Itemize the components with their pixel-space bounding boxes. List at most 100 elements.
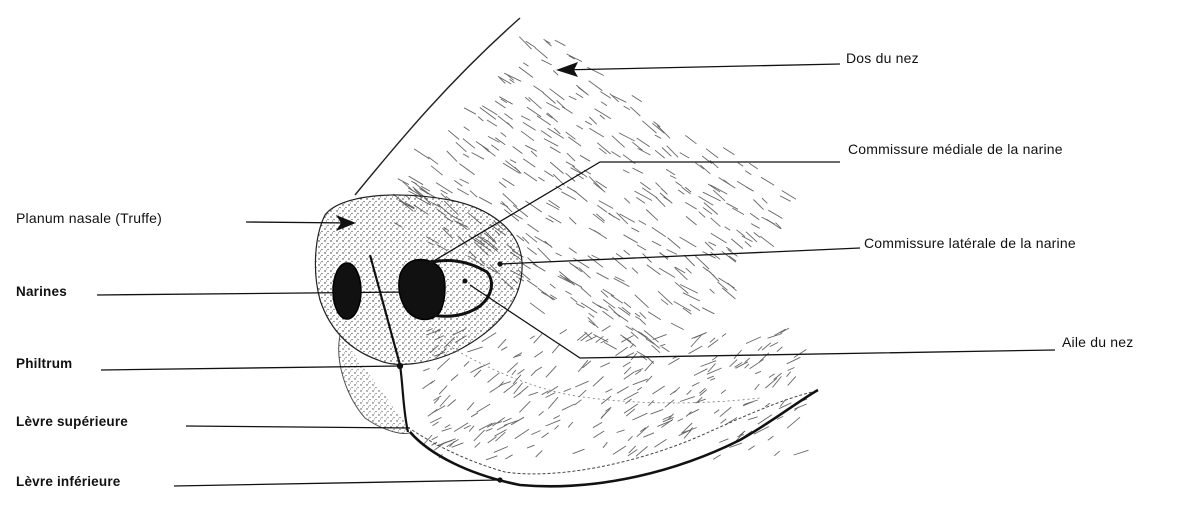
fur-stroke [636,446,648,456]
fur-stroke [787,417,800,428]
fur-stroke [748,446,754,450]
label-planum-nasale: Planum nasale (Truffe) [16,210,162,226]
fur-stroke [589,313,595,317]
fur-stroke [538,288,546,294]
fur-stroke [503,178,515,186]
fur-stroke [488,373,500,383]
fur-stroke [530,336,535,339]
fur-stroke [684,255,695,266]
fur-stroke [512,370,516,375]
fur-stroke [675,267,688,279]
fur-stroke [788,368,795,371]
fur-stroke [504,382,517,393]
fur-stroke [777,347,783,352]
fur-stroke [624,198,630,203]
fur-stroke [668,358,679,364]
fur-stroke [550,89,565,100]
fur-stroke [632,268,638,274]
fur-stroke [774,373,782,380]
fur-stroke [616,347,628,356]
fur-stroke [774,451,779,456]
fur-stroke [597,205,607,212]
fur-stroke [633,379,648,385]
fur-stroke [788,376,796,385]
fur-stroke [687,390,692,395]
fur-stroke [519,386,529,394]
fur-stroke [487,120,497,126]
fur-stroke [759,353,769,362]
fur-stroke [469,426,474,432]
fur-stroke [695,163,704,169]
fur-stroke [600,115,605,119]
fur-stroke [428,409,437,416]
fur-stroke [495,432,505,441]
fur-stroke [445,425,450,428]
fur-stroke [536,450,543,457]
fur-stroke [576,93,583,97]
fur-stroke [549,216,562,224]
fur-stroke [611,152,620,158]
fur-stroke [660,193,672,204]
fur-stroke [718,282,728,290]
fur-stroke [685,187,691,192]
fur-stroke [431,166,443,175]
fur-stroke [655,150,665,158]
cheek-outline [440,340,760,403]
fur-stroke [555,40,566,46]
fur-stroke [486,428,493,431]
fur-stroke [454,180,462,186]
fur-stroke [661,188,668,194]
fur-stroke [562,404,575,410]
fur-stroke [635,369,644,372]
fur-stroke [539,411,544,415]
fur-stroke [624,250,630,255]
fur-stroke [440,395,450,407]
fur-stroke [589,117,596,124]
fur-stroke [787,357,801,364]
fur-stroke [497,425,507,430]
fur-stroke [712,356,717,360]
fur-stroke [762,217,775,224]
fur-stroke [749,163,758,169]
fur-stroke [628,436,633,441]
fur-stroke [729,256,736,261]
fur-stroke [732,208,744,214]
fur-stroke [544,139,558,147]
fur-stroke [463,154,469,157]
fur-stroke [659,268,675,277]
fur-stroke [534,333,543,343]
fur-stroke [603,289,615,296]
fur-stroke [753,200,763,210]
fur-stroke [710,338,715,342]
fur-stroke [678,419,683,422]
fur-stroke [589,81,603,91]
fur-stroke [686,216,697,225]
fur-stroke [526,233,537,242]
fur-stroke [640,312,646,318]
fur-stroke [501,347,507,351]
fur-stroke [721,390,726,394]
fur-stroke [574,191,587,202]
fur-stroke [708,242,716,246]
leader-commissure-laterale [500,248,860,264]
fur-stroke [442,428,452,431]
fur-stroke [762,198,767,203]
fur-stroke [629,446,636,453]
fur-stroke [603,311,614,319]
fur-stroke [538,248,551,261]
fur-stroke [478,117,483,121]
fur-stroke [437,358,449,369]
fur-stroke [567,54,582,62]
fur-stroke [457,189,469,196]
fur-stroke [711,218,721,227]
fur-stroke [637,138,650,147]
fur-stroke [498,339,506,348]
fur-stroke [780,328,789,333]
fur-stroke [592,255,601,260]
fur-stroke [617,430,625,433]
fur-stroke [602,326,611,331]
fur-stroke [547,386,558,393]
fur-stroke [464,127,470,131]
fur-stroke [761,177,774,185]
fur-stroke [617,387,629,394]
